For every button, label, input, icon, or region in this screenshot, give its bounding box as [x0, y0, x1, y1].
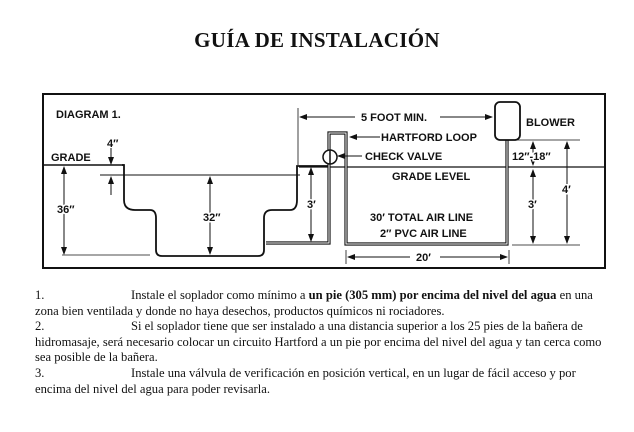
grade-level-label: GRADE LEVEL: [392, 171, 471, 183]
five-foot-label: 5 FOOT MIN.: [361, 112, 427, 124]
rim-offset-label: 4″: [107, 138, 119, 150]
emphasis-text: un pie (305 mm) por encima del nivel del…: [308, 288, 557, 302]
spa-outline: [122, 164, 330, 257]
blower-label: BLOWER: [526, 117, 575, 129]
pipe-3ft-label: 3′: [307, 199, 316, 211]
run-20-label: 20′: [416, 252, 431, 264]
total-air-line-label: 30′ TOTAL AIR LINE: [370, 212, 473, 224]
height-12-18-label: 12″-18″: [512, 151, 551, 163]
depth-36-label: 36″: [57, 204, 75, 216]
diagram-heading: DIAGRAM 1.: [56, 109, 121, 121]
page-title: GUÍA DE INSTALACIÓN: [194, 28, 440, 52]
grade-label: GRADE: [51, 152, 91, 164]
diagram-frame: [42, 93, 606, 269]
height-3-label: 3′: [528, 199, 537, 211]
check-valve-label: CHECK VALVE: [365, 151, 442, 163]
instruction-item: 2.Si el soplador tiene que ser instalado…: [35, 319, 602, 365]
height-4-label: 4′: [562, 184, 571, 196]
instruction-item: 1.Instale el soplador como mínimo a un p…: [35, 288, 593, 318]
instruction-item: 3.Instale una válvula de verificación en…: [35, 365, 576, 396]
hartford-loop-label: HARTFORD LOOP: [381, 132, 477, 144]
blower-icon: [494, 101, 521, 141]
depth-32-label: 32″: [203, 212, 221, 224]
instructions-list: 1.Instale el soplador como mínimo a un p…: [35, 288, 607, 397]
pvc-air-line-label: 2″ PVC AIR LINE: [380, 228, 467, 240]
